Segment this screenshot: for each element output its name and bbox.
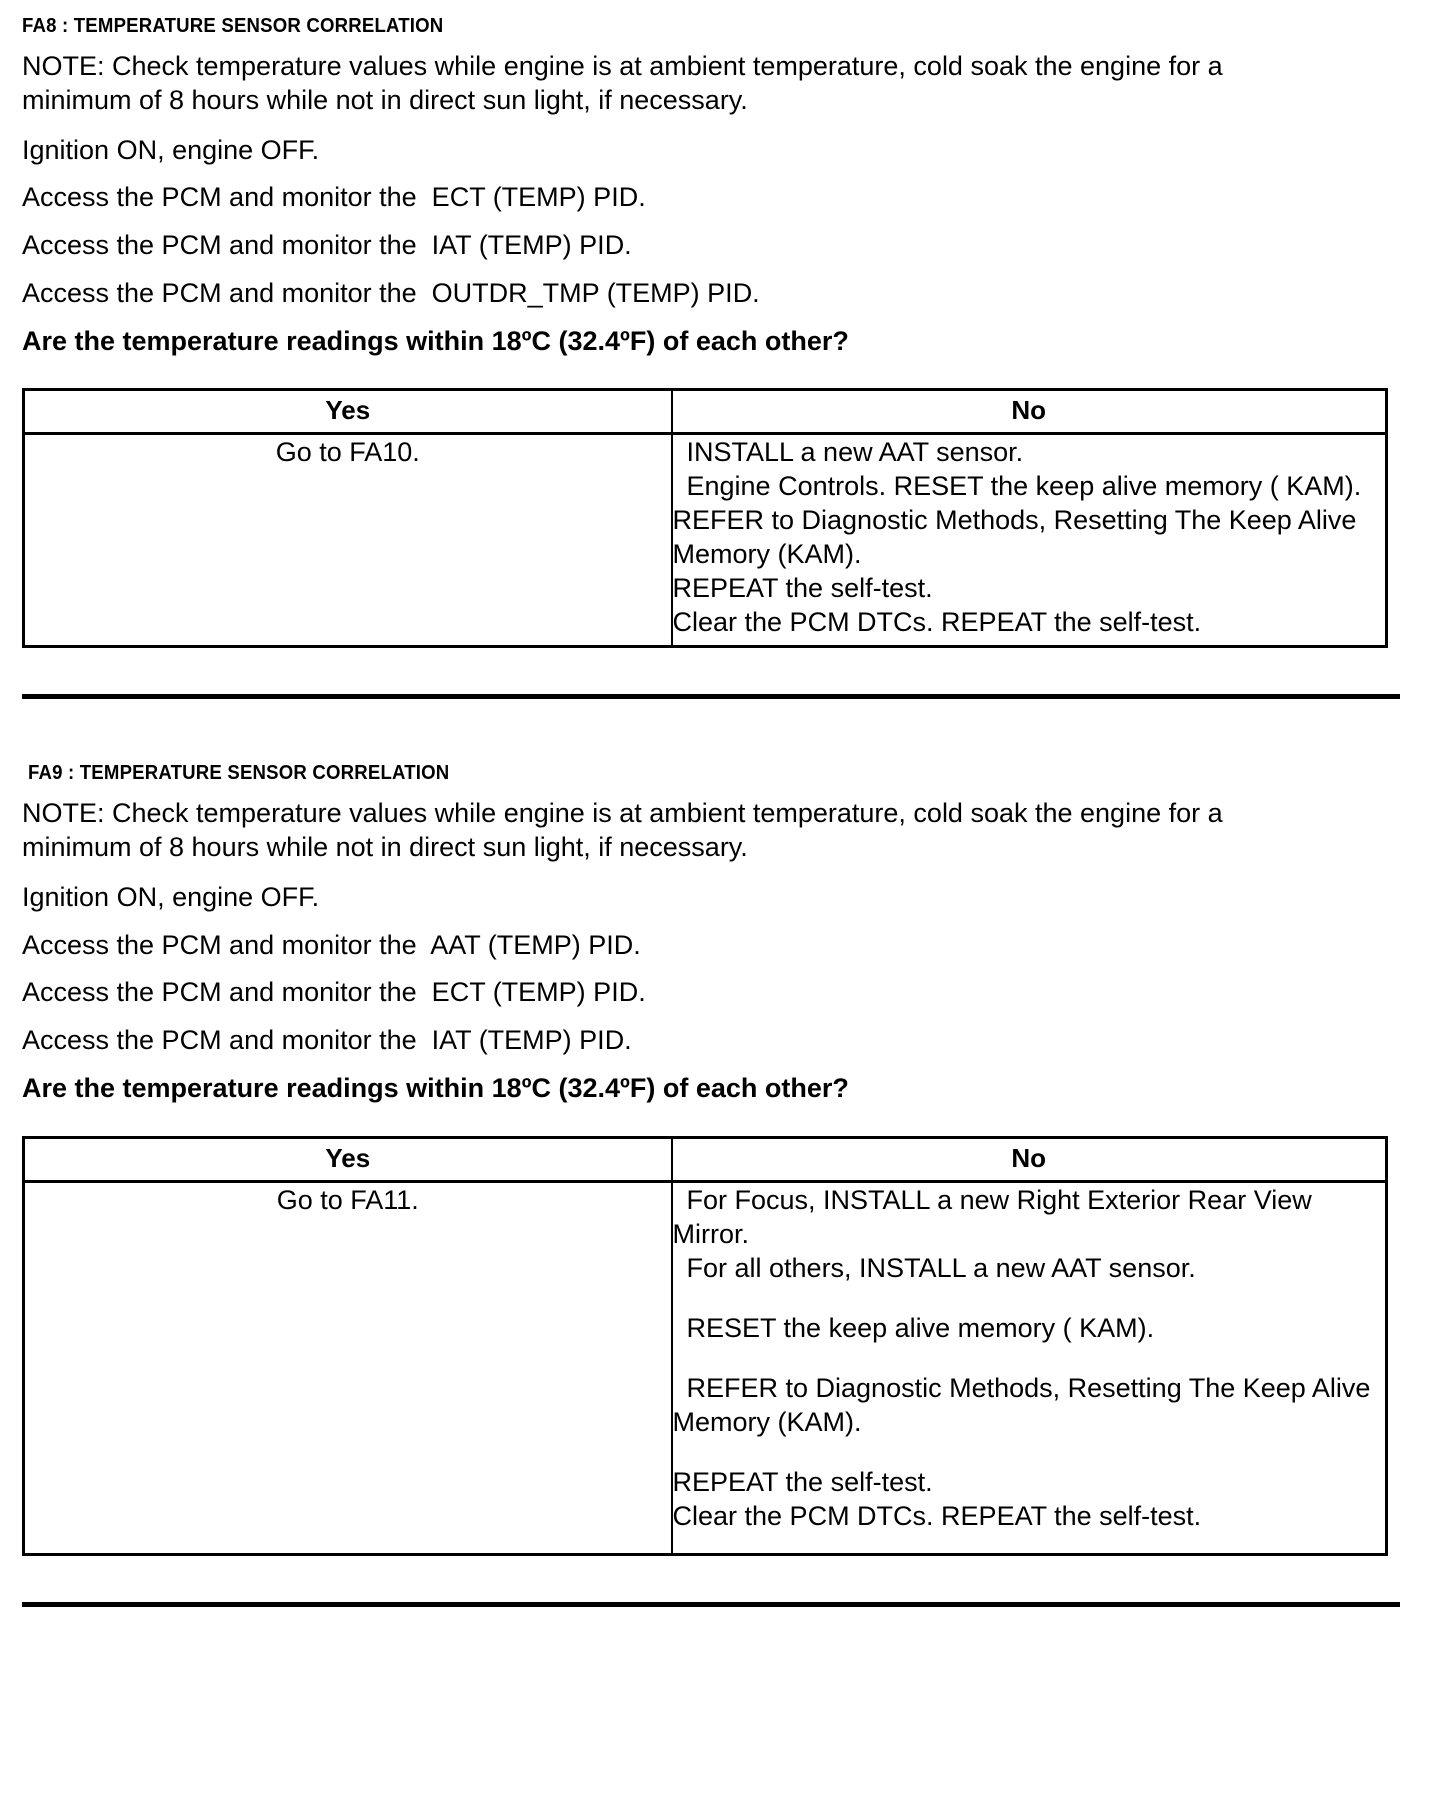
line-spacer (673, 1345, 1386, 1371)
note-paragraph-fa8: NOTE: Check temperature values while eng… (22, 51, 1223, 115)
no-action-line: For Focus, INSTALL a new Right Exterior … (672, 1184, 1312, 1249)
table-row: Go to FA11. For Focus, INSTALL a new Rig… (23, 1181, 1387, 1554)
question-fa9: Are the temperature readings within 18ºC… (22, 1072, 849, 1103)
section-fa9: FA9 : TEMPERATURE SENSOR CORRELATION NOT… (22, 761, 1418, 1556)
no-action-line: RESET the keep alive memory ( KAM). (686, 1312, 1155, 1343)
no-action-line: Clear the PCM DTCs. REPEAT the self-test… (672, 607, 1202, 638)
no-action-line: REFER to Diagnostic Methods, Resetting T… (672, 1372, 1371, 1437)
line-spacer (673, 1439, 1386, 1465)
table-header-row: Yes No (23, 389, 1387, 436)
step-line-fa9-2: Access the PCM and monitor the AAT (TEMP… (22, 929, 641, 960)
section-heading-fa8: FA8 : TEMPERATURE SENSOR CORRELATION (22, 15, 444, 37)
table-header-row: Yes No (23, 1137, 1387, 1183)
column-header-no: No (671, 389, 1387, 436)
column-header-no: No (671, 1137, 1387, 1183)
line-spacer (673, 1285, 1386, 1311)
no-action-cell: INSTALL a new AAT sensor. Engine Control… (672, 434, 1387, 647)
step-line-fa9-1: Ignition ON, engine OFF. (22, 881, 320, 912)
no-action-cell: For Focus, INSTALL a new Right Exterior … (672, 1181, 1387, 1554)
step-line-fa9-4: Access the PCM and monitor the IAT (TEMP… (22, 1025, 632, 1055)
no-action-line: INSTALL a new AAT sensor. (686, 437, 1024, 468)
no-action-line: For all others, INSTALL a new AAT sensor… (686, 1252, 1196, 1283)
step-line-fa8-1: Ignition ON, engine OFF. (22, 134, 320, 165)
note-paragraph-fa9: NOTE: Check temperature values while eng… (22, 798, 1223, 862)
yes-action-cell: Go to FA10. (23, 433, 673, 647)
column-header-yes: Yes (23, 1137, 673, 1183)
table-row: Go to FA10. INSTALL a new AAT sensor. En… (23, 433, 1387, 647)
no-action-line: REPEAT the self-test. (672, 573, 933, 604)
step-line-fa8-4: Access the PCM and monitor the OUTDR_TMP… (22, 277, 760, 308)
yes-action-cell: Go to FA11. (23, 1181, 673, 1554)
step-line-fa9-3: Access the PCM and monitor the ECT (TEMP… (22, 977, 646, 1008)
section-heading-fa9: FA9 : TEMPERATURE SENSOR CORRELATION (28, 762, 450, 785)
no-action-line: Clear the PCM DTCs. REPEAT the self-test… (672, 1500, 1202, 1531)
step-line-fa8-2: Access the PCM and monitor the ECT (TEMP… (22, 182, 646, 213)
decision-table-fa8: Yes No Go to FA10. INSTALL a new AAT sen… (22, 388, 1388, 649)
question-fa8: Are the temperature readings within 18ºC… (22, 325, 849, 356)
step-line-fa8-3: Access the PCM and monitor the IAT (TEMP… (22, 230, 632, 260)
no-action-line: Engine Controls. RESET the keep alive me… (672, 471, 1362, 570)
page-bottom-rule (22, 1601, 1400, 1607)
column-header-yes: Yes (23, 389, 673, 436)
section-divider-rule (22, 694, 1400, 700)
no-action-line: REPEAT the self-test. (672, 1466, 933, 1497)
section-fa8: FA8 : TEMPERATURE SENSOR CORRELATION NOT… (22, 14, 1418, 649)
decision-table-fa9: Yes No Go to FA11. For Focus, INSTALL a … (22, 1135, 1388, 1556)
